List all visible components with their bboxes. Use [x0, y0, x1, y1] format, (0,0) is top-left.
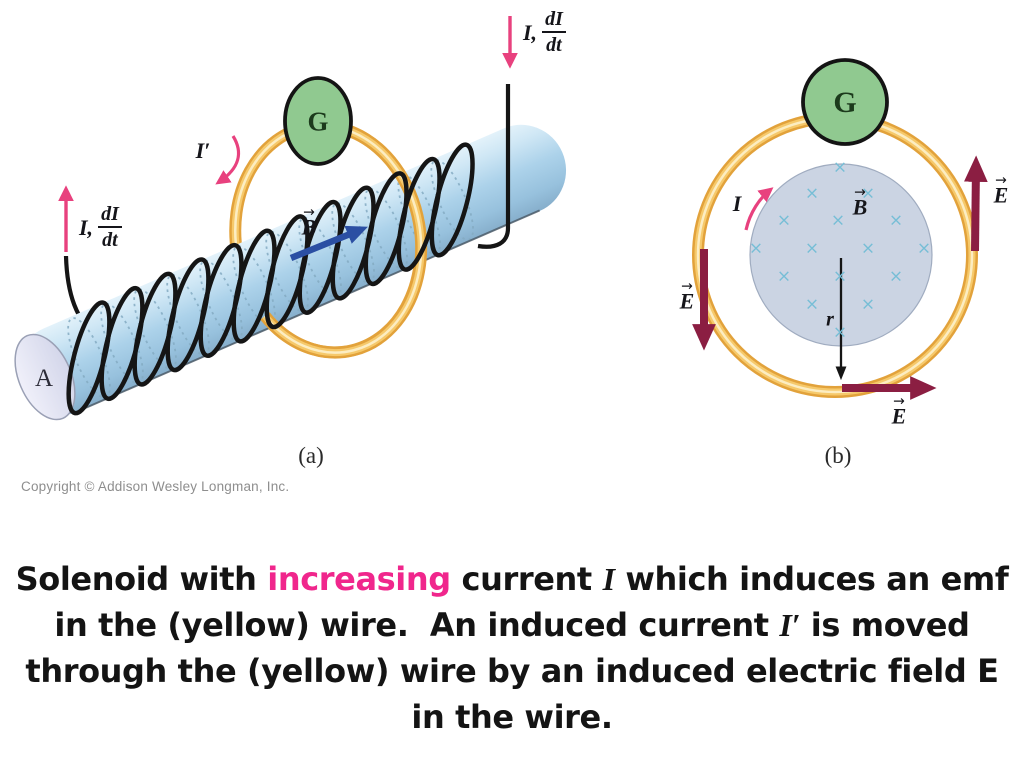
e-vector-label-right: → E	[993, 172, 1009, 208]
field-cross-mark: ×	[804, 294, 820, 315]
galvanometer-letter-b: G	[833, 86, 857, 119]
current-symbol: I,	[523, 19, 538, 45]
copyright-notice: Copyright © Addison Wesley Longman, Inc.	[21, 479, 290, 494]
field-cross-mark: ×	[832, 322, 848, 343]
field-cross-mark: ×	[776, 266, 792, 287]
pickup-loop-front	[260, 119, 428, 359]
field-cross-mark: ×	[804, 238, 820, 259]
induced-current-symbol-inline: I′	[779, 607, 801, 643]
e-field-arrow-right	[963, 155, 988, 252]
highlight-increasing: increasing	[267, 560, 451, 598]
b-field-arrow	[289, 225, 368, 262]
highlight-induced: induced	[595, 652, 736, 690]
galvanometer-a	[283, 76, 353, 166]
radius-label: r	[826, 308, 834, 331]
solenoid-right-lead-wire	[477, 84, 511, 249]
field-cross-mark: ×	[888, 210, 904, 231]
field-cross-mark: ×	[830, 210, 846, 231]
caption-line-2: in the (yellow) wire. An induced current…	[54, 606, 970, 644]
field-cross-mark: ×	[888, 266, 904, 287]
solenoid-end-face	[14, 333, 76, 421]
physics-diagram	[14, 16, 988, 421]
vector-arrow-icon: →	[893, 393, 905, 410]
caption-line-3: through the (yellow) wire by an induced …	[25, 652, 999, 690]
core-end-label: A	[34, 365, 54, 392]
e-vector-label-bottom: → E	[891, 393, 907, 429]
didt-fraction: dI dt	[542, 8, 566, 57]
current-symbol: I,	[79, 214, 94, 240]
field-cross-mark: ×	[860, 294, 876, 315]
caption: Solenoid with increasing current I which…	[0, 556, 1024, 740]
field-cross-mark: ×	[776, 210, 792, 231]
didt-fraction: dI dt	[98, 203, 122, 252]
vector-arrow-icon: →	[995, 172, 1007, 189]
field-cross-mark: ×	[748, 238, 764, 259]
e-field-symbol-inline: E	[977, 652, 999, 690]
caption-line-4: in the wire.	[411, 698, 613, 736]
e-vector-label-left: → E	[679, 278, 695, 314]
loop-current-label: I	[732, 191, 742, 216]
vector-arrow-icon: →	[854, 184, 866, 201]
current-label-right: I, dI dt	[523, 8, 566, 57]
induced-current-arrow	[215, 135, 241, 185]
vector-arrow-icon: →	[681, 278, 693, 295]
field-cross-mark: ×	[860, 183, 876, 204]
caption-line-1: Solenoid with increasing current I which…	[15, 560, 1009, 598]
field-cross-mark: ×	[916, 238, 932, 259]
current-label-left: I, dI dt	[79, 203, 122, 252]
figure-b-label: (b)	[824, 443, 852, 468]
galvanometer-b	[801, 58, 889, 146]
field-cross-mark: ×	[832, 157, 848, 178]
b-vector-label-a: → B	[301, 204, 317, 240]
solenoid-core	[14, 124, 567, 421]
coil-windings	[66, 142, 475, 416]
current-symbol-inline: I	[602, 561, 615, 597]
vector-arrow-icon: →	[303, 204, 315, 221]
field-cross-mark: ×	[804, 183, 820, 204]
b-vector-label-b: → B	[852, 184, 868, 220]
field-cross-mark: ×	[860, 238, 876, 259]
induced-current-arrow-b	[744, 187, 774, 231]
galvanometer-letter-a: G	[307, 106, 329, 137]
field-cross-mark: ×	[832, 266, 848, 287]
figure-a-label: (a)	[298, 443, 324, 468]
induced-current-label: I′	[195, 138, 211, 163]
